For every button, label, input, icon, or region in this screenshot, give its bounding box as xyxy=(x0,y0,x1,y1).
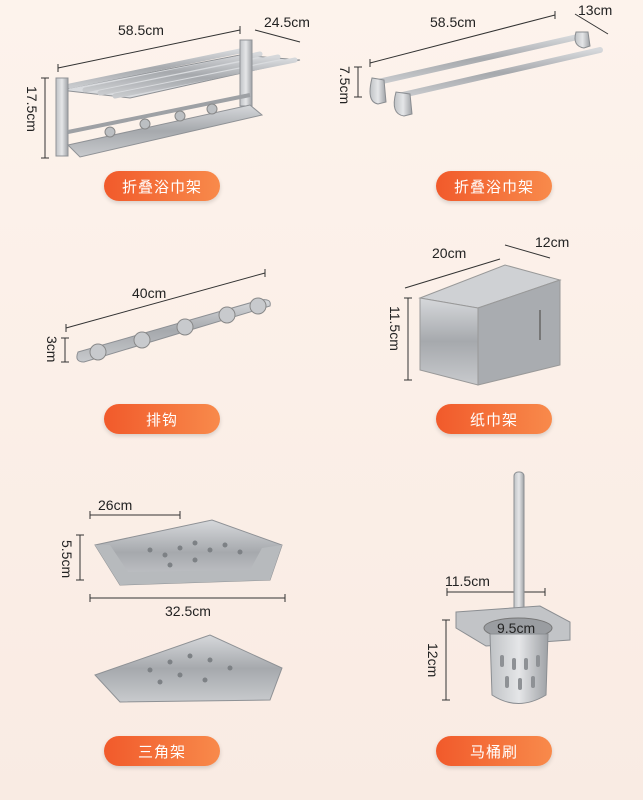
hook-rail-image xyxy=(76,297,271,363)
product-label-corner-shelf: 三角架 xyxy=(104,736,220,766)
dim-width-6: 11.5cm xyxy=(445,573,490,589)
dim-width-5: 26cm xyxy=(98,497,133,513)
double-towel-bar-image xyxy=(369,31,603,117)
folding-towel-rack-image xyxy=(55,39,301,158)
dim-height-5: 5.5cm xyxy=(59,540,75,579)
dim-height-3: 3cm xyxy=(44,336,60,363)
dim-inner-6: 9.5cm xyxy=(497,620,536,636)
dim-width-2: 58.5cm xyxy=(430,14,476,30)
product-label-towel-bar: 折叠浴巾架 xyxy=(436,171,552,201)
dim-height-1: 17.5cm xyxy=(24,86,40,132)
tissue-box-image xyxy=(418,264,562,386)
dim-depth-2: 13cm xyxy=(578,2,613,18)
toilet-brush-image xyxy=(455,471,571,704)
dim-depth-1: 24.5cm xyxy=(264,14,310,30)
product-label-hook-rail: 排钩 xyxy=(104,404,220,434)
dim-height-2: 7.5cm xyxy=(337,66,353,105)
product-label-toilet-brush: 马桶刷 xyxy=(436,736,552,766)
dim-depth-5: 32.5cm xyxy=(165,603,211,619)
dim-depth-4: 12cm xyxy=(535,234,570,250)
product-label-tissue-box: 纸巾架 xyxy=(436,404,552,434)
corner-shelf-image xyxy=(94,519,283,703)
dim-height-6: 12cm xyxy=(425,643,441,678)
dim-height-4: 11.5cm xyxy=(387,306,403,351)
dim-width-3: 40cm xyxy=(132,285,167,301)
product-label-towel-rack: 折叠浴巾架 xyxy=(104,171,220,201)
dim-width-4: 20cm xyxy=(432,245,467,261)
dim-width-1: 58.5cm xyxy=(118,22,164,38)
